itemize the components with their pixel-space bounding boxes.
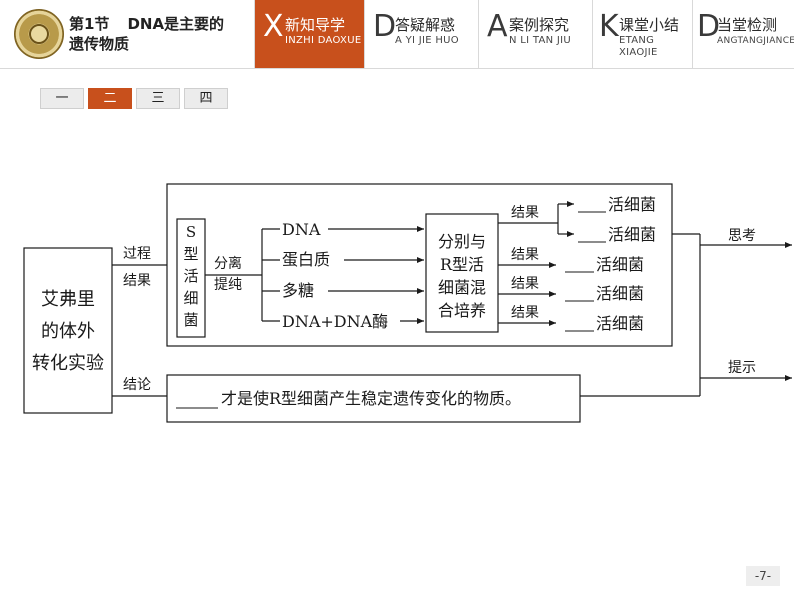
tab-initial: D [697,9,721,44]
result-label-1: 结果 [511,205,539,221]
tab-initial: D [373,9,397,44]
outcome-5: 活细菌 [596,314,644,333]
s-box-char-3: 活 [183,267,198,285]
subnav-item-1[interactable]: 一 [40,88,84,109]
culture-box-line2: R型活 [440,255,484,274]
tab-pinyin: N LI TAN JIU [509,35,572,46]
title-line2: 遗传物质 [69,35,130,53]
component-dna: DNA [282,220,321,239]
tab-label: 新知导学 [285,16,346,34]
page-title: 第1节 DNA是主要的 遗传物质 [69,14,254,54]
tab-pinyin: ETANG XIAOJIE [619,35,658,58]
think-label: 思考 [728,228,756,244]
top-navigation-bar: 第1节 DNA是主要的 遗传物质 X 新知导学 INZHI DAOXUE D 答疑… [0,0,794,69]
main-topic-box [23,247,113,414]
main-box-line1: 艾弗里 [41,289,95,310]
tab-initial: X [263,9,284,44]
page-number: -7- [746,566,780,586]
component-protein: 蛋白质 [282,250,330,269]
subnav-item-4[interactable]: 四 [184,88,228,109]
component-dna-dnase: DNA+DNA酶 [282,312,388,331]
tab-xinzhi-daoxue[interactable]: X 新知导学 INZHI DAOXUE [254,0,364,68]
s-box-char-5: 菌 [183,311,198,329]
tab-ketang-xiaojie[interactable]: K 课堂小结 ETANG XIAOJIE [592,0,692,68]
process-label-bottom: 结果 [123,273,151,289]
tab-initial: A [487,9,508,44]
culture-box-line1: 分别与 [438,232,486,251]
outcome-2: 活细菌 [608,225,656,244]
tab-dangtang-jiance[interactable]: D 当堂检测 ANGTANGJIANCE [692,0,794,68]
s-bacteria-box [176,218,206,338]
outcome-4: 活细菌 [596,284,644,303]
result-label-3: 结果 [511,276,539,292]
tab-dayi-jiehuo[interactable]: D 答疑解惑 A YI JIE HUO [364,0,478,68]
tab-label: 当堂检测 [717,16,778,34]
culture-box [425,213,499,333]
result-label-4: 结果 [511,305,539,321]
culture-box-line4: 合培养 [438,301,486,320]
tab-anli-tanjiu[interactable]: A 案例探究 N LI TAN JIU [478,0,592,68]
tab-label: 课堂小结 [619,16,680,34]
tab-label: 答疑解惑 [395,16,456,34]
conclusion-box [166,374,581,423]
subnav-item-2[interactable]: 二 [88,88,132,109]
school-logo-icon [14,9,64,59]
hint-label: 提示 [728,360,756,376]
culture-box-line3: 细菌混 [438,278,486,297]
process-label-top: 过程 [123,246,151,262]
s-box-char-4: 细 [183,289,198,307]
tab-pinyin: A YI JIE HUO [395,35,459,46]
section-number: 第1节 [69,15,110,33]
s-box-char-1: S [186,223,196,241]
main-box-line3: 转化实验 [32,353,104,374]
process-box [166,183,673,347]
separate-label-top: 分离 [214,255,242,272]
s-box-char-2: 型 [183,245,198,263]
conclusion-label: 结论 [123,377,151,393]
tab-label: 案例探究 [509,16,570,34]
subnav-item-3[interactable]: 三 [136,88,180,109]
separate-label-bottom: 提纯 [214,277,242,293]
outcome-3: 活细菌 [596,255,644,274]
outcome-1: 活细菌 [608,195,656,214]
component-polysaccharide: 多糖 [282,281,314,300]
result-label-2: 结果 [511,247,539,263]
tab-pinyin: ANGTANGJIANCE [717,36,794,46]
tab-pinyin: INZHI DAOXUE [285,35,362,46]
conclusion-text: 才是使R型细菌产生稳定遗传变化的物质。 [221,389,521,408]
title-line1: DNA是主要的 [127,15,225,33]
main-box-line2: 的体外 [41,321,95,342]
tab-initial: K [599,9,619,44]
